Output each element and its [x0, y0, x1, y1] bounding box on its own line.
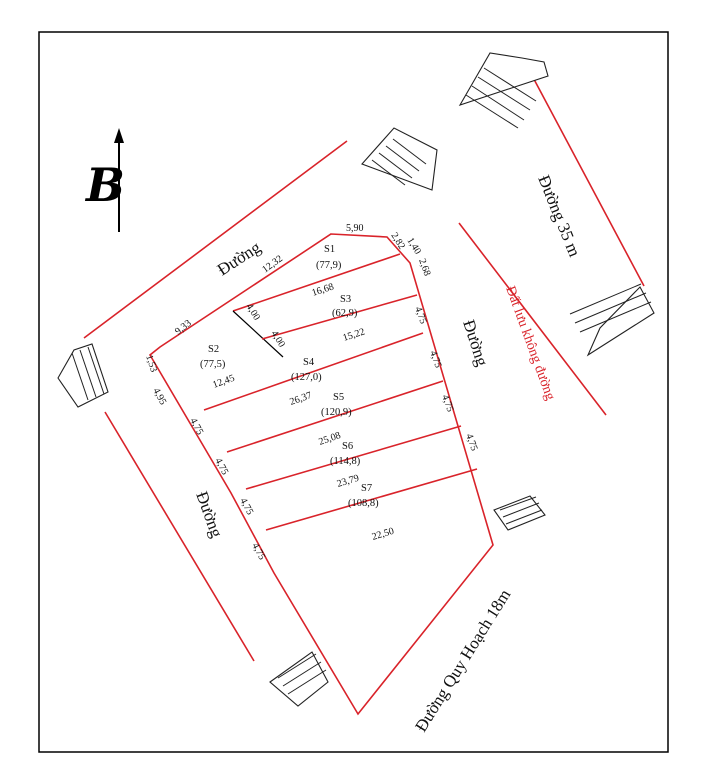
lot-name: S7 — [361, 483, 372, 494]
road-edge-right-inner — [458, 222, 607, 416]
dim-23-79: 23,79 — [336, 473, 361, 490]
dim-22-50: 22,50 — [371, 526, 396, 543]
lot-name: S6 — [342, 441, 353, 452]
road-lines — [83, 67, 645, 662]
lot-area: (62,9) — [332, 308, 358, 319]
compass-letter: B — [84, 158, 125, 212]
drawing-frame — [38, 31, 669, 753]
lot-label-s7: S7 (108,8) — [348, 483, 379, 509]
dim-12-45: 12,45 — [211, 373, 236, 391]
road-name-bottom-right: Đường Quy Hoạch 18m — [411, 586, 514, 735]
dim-top: 5,90 — [346, 223, 364, 234]
north-arrow-icon: B — [84, 128, 125, 232]
dim-4-95: 4,95 — [150, 386, 168, 407]
lot-name: S1 — [324, 244, 335, 255]
lot-area: (120,9) — [321, 407, 352, 418]
road-edge-left-bottom — [104, 411, 255, 662]
road-arrow-top-right-icon — [458, 52, 549, 129]
dim-2-68: 2,68 — [416, 257, 432, 277]
lot-dividers — [203, 253, 478, 531]
lot-label-s1: S1 (77,9) — [316, 244, 342, 271]
lot-label-s2: S2 (77,5) — [200, 344, 226, 370]
dim-9-33: 9,33 — [173, 318, 194, 337]
dim-left-3: 4,75 — [237, 496, 255, 517]
dim-25-08: 25,08 — [317, 430, 342, 448]
road-edge-top-left — [83, 140, 348, 339]
road-arrow-bottom-right-icon — [493, 495, 546, 531]
road-name-far-right: Đường 35 m — [534, 172, 584, 259]
lot-boundary — [148, 233, 494, 716]
dim-4-00-a: 4,00 — [243, 302, 262, 323]
road-name-top-left: Đường — [214, 237, 265, 279]
dim-left-4: 4,75 — [249, 541, 267, 562]
dim-1-53: 1,53 — [143, 354, 159, 374]
lot-area: (108,8) — [348, 498, 379, 509]
dim-26-37: 26,37 — [288, 390, 313, 408]
lot-label-s3: S3 (62,9) — [332, 294, 358, 319]
lot-area: (127,0) — [291, 372, 322, 383]
road-edge-far-right — [527, 67, 645, 287]
lot-name: S5 — [333, 392, 344, 403]
road-arrow-bottom-left-icon — [269, 651, 329, 707]
lot-label-s4: S4 (127,0) — [291, 357, 322, 383]
dim-1-40: 1,40 — [404, 236, 423, 257]
road-name-right-inner: Đường — [459, 317, 492, 369]
lot-name: S3 — [340, 294, 351, 305]
dim-right-3: 4,75 — [439, 393, 455, 413]
lot-label-s5: S5 (120,9) — [321, 392, 352, 418]
lot-area: (114,8) — [330, 456, 361, 467]
dim-right-2: 4,75 — [427, 349, 443, 369]
dim-right-1: 4,75 — [412, 305, 428, 325]
lot-area: (77,5) — [200, 359, 226, 370]
setback-note: Đất lưu không đường — [502, 284, 557, 402]
dim-15-22: 15,22 — [342, 326, 367, 343]
road-arrow-left-icon — [57, 343, 109, 408]
lot-name: S4 — [303, 357, 315, 368]
lot-area: (77,9) — [316, 260, 342, 271]
dimension-labels: 5,90 2,82 1,40 2,68 12,32 9,33 1,53 4,95… — [143, 223, 479, 562]
road-arrow-right-mid-icon — [569, 283, 655, 357]
lot-label-s6: S6 (114,8) — [330, 441, 361, 467]
lot-name: S2 — [208, 344, 219, 355]
road-arrow-top-center-icon — [361, 127, 438, 191]
road-name-left-bottom: Đường — [192, 489, 226, 541]
dim-left-1: 4,75 — [187, 416, 205, 437]
